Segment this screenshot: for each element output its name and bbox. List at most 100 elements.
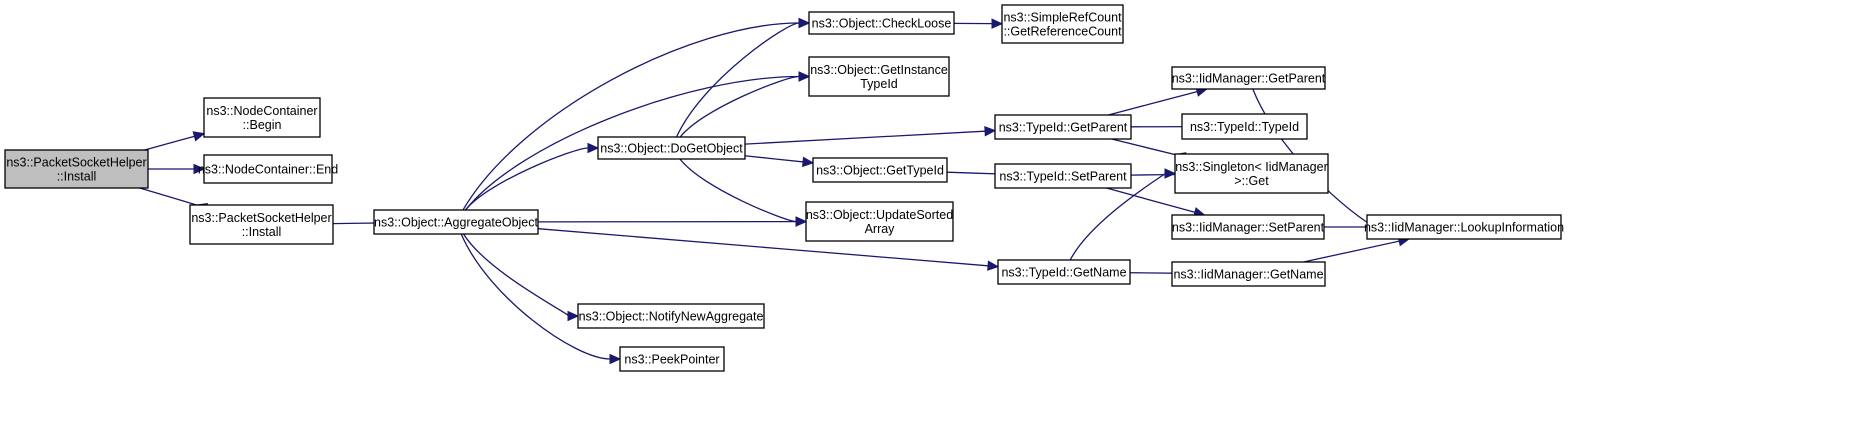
- arrowhead: [802, 156, 815, 168]
- arrowhead: [1164, 168, 1177, 179]
- node-tid-getparent[interactable]: ns3::TypeId::GetParent: [994, 114, 1132, 140]
- node-aggregate[interactable]: ns3::Object::AggregateObject: [373, 209, 539, 235]
- node-box: [997, 259, 1131, 285]
- edge-aggregate-to-tid_getname: [537, 228, 1000, 271]
- node-label: Array: [865, 222, 896, 236]
- node-label: ns3::NodeContainer::End: [198, 163, 338, 177]
- node-label: ns3::IidManager::LookupInformation: [1364, 221, 1564, 235]
- edge-iid_getname-to-iid_lookup: [1303, 236, 1411, 263]
- edge-line: [679, 75, 800, 138]
- node-dogetobject[interactable]: ns3::Object::DoGetObject: [597, 136, 746, 160]
- edge-line: [1303, 240, 1400, 263]
- node-box: [1174, 153, 1329, 194]
- edge-dogetobject-to-getinstancetypeid: [679, 71, 811, 138]
- node-obj-gettypeid[interactable]: ns3::Object::GetTypeId: [812, 157, 948, 183]
- edge-psh_install_root-to-nc_end: [147, 163, 206, 175]
- node-label: ns3::Object::DoGetObject: [600, 142, 743, 156]
- node-label: ns3::TypeId::GetParent: [999, 121, 1128, 135]
- edge-line: [464, 75, 800, 211]
- edge-line: [675, 22, 800, 138]
- node-iid-lookup[interactable]: ns3::IidManager::LookupInformation: [1364, 214, 1564, 240]
- node-box: [619, 346, 725, 372]
- node-singleton-get[interactable]: ns3::Singleton< IidManager>::Get: [1174, 153, 1329, 194]
- node-box: [805, 201, 954, 242]
- node-box: [808, 11, 955, 35]
- node-tid-typeid[interactable]: ns3::TypeId::TypeId: [1181, 113, 1308, 140]
- edge-line: [1069, 172, 1166, 261]
- node-box: [994, 114, 1132, 140]
- edge-dogetobject-to-tid_getparent: [744, 125, 997, 145]
- node-label: ns3::PacketSocketHelper: [191, 211, 331, 225]
- node-label: ::Begin: [243, 118, 282, 132]
- node-box: [203, 154, 333, 184]
- edge-line: [464, 147, 589, 211]
- edge-line: [460, 233, 611, 360]
- node-peekpointer[interactable]: ns3::PeekPointer: [619, 346, 725, 372]
- edge-tid_getparent-to-iid_getparent: [1108, 86, 1209, 116]
- node-box: [203, 97, 321, 138]
- node-box: [373, 209, 539, 235]
- node-box: [1171, 214, 1325, 240]
- node-box: [1001, 4, 1124, 44]
- edge-line: [144, 135, 196, 151]
- node-iid-getname[interactable]: ns3::IidManager::GetName: [1171, 261, 1326, 287]
- node-tid-getname[interactable]: ns3::TypeId::GetName: [997, 259, 1131, 285]
- edge-dogetobject-to-obj_gettypeid: [744, 155, 815, 168]
- node-label: ns3::SimpleRefCount: [1003, 11, 1122, 25]
- node-box: [812, 157, 948, 183]
- node-label: ns3::IidManager::GetParent: [1172, 72, 1326, 86]
- node-tid-setparent[interactable]: ns3::TypeId::SetParent: [994, 163, 1132, 189]
- node-label: ns3::TypeId::TypeId: [1190, 120, 1299, 134]
- node-label: ns3::TypeId::GetName: [1001, 266, 1126, 280]
- edge-line: [1108, 90, 1198, 116]
- node-label: ns3::PeekPointer: [624, 353, 719, 367]
- arrowhead: [192, 131, 206, 142]
- arrowhead: [609, 353, 622, 365]
- arrowhead: [798, 71, 811, 82]
- node-getrefcount[interactable]: ns3::SimpleRefCount::GetReferenceCount: [1001, 4, 1124, 44]
- node-box: [577, 303, 765, 329]
- node-label: ::GetReferenceCount: [1003, 25, 1122, 39]
- node-box: [1366, 214, 1562, 240]
- node-nc-begin[interactable]: ns3::NodeContainer::Begin: [203, 97, 321, 138]
- node-checkloose[interactable]: ns3::Object::CheckLoose: [808, 11, 955, 35]
- edge-aggregate-to-peekpointer: [460, 233, 622, 365]
- node-box: [994, 163, 1132, 189]
- node-box: [808, 56, 950, 97]
- edge-line: [1106, 187, 1195, 213]
- node-label: ns3::NodeContainer: [206, 104, 317, 118]
- node-label: ns3::IidManager::SetParent: [1172, 221, 1325, 235]
- node-label: ns3::PacketSocketHelper: [6, 156, 146, 170]
- node-psh-install[interactable]: ns3::PacketSocketHelper::Install: [189, 204, 334, 245]
- arrowhead: [193, 163, 206, 175]
- node-label: TypeId: [860, 77, 898, 91]
- arrowhead: [991, 18, 1004, 29]
- edge-aggregate-to-notifynew: [462, 233, 580, 322]
- arrowhead: [984, 125, 997, 137]
- edge-line: [744, 130, 986, 145]
- node-box: [597, 136, 746, 160]
- node-label: ns3::Object::GetInstance: [810, 63, 948, 77]
- edge-line: [679, 158, 797, 223]
- nodes-layer: ns3::PacketSocketHelper::Install ns3::Nod…: [4, 4, 1564, 372]
- node-nc-end[interactable]: ns3::NodeContainer::End: [198, 154, 338, 184]
- edge-line: [462, 22, 800, 211]
- node-label: >::Get: [1234, 174, 1269, 188]
- edge-aggregate-to-dogetobject: [464, 142, 600, 211]
- arrowhead: [587, 142, 600, 154]
- node-box: [4, 149, 149, 189]
- node-notifynew[interactable]: ns3::Object::NotifyNewAggregate: [577, 303, 765, 329]
- node-label: ns3::Object::CheckLoose: [812, 17, 952, 31]
- node-label: ns3::Object::UpdateSorted: [806, 208, 953, 222]
- arrowhead: [987, 260, 1000, 271]
- arrowhead: [795, 216, 808, 227]
- edge-checkloose-to-getrefcount: [951, 18, 1004, 29]
- edge-line: [537, 228, 989, 267]
- node-iid-setparent[interactable]: ns3::IidManager::SetParent: [1171, 214, 1325, 240]
- node-iid-getparent[interactable]: ns3::IidManager::GetParent: [1171, 66, 1326, 90]
- node-psh-install-root[interactable]: ns3::PacketSocketHelper::Install: [4, 149, 149, 189]
- node-box: [1181, 113, 1308, 140]
